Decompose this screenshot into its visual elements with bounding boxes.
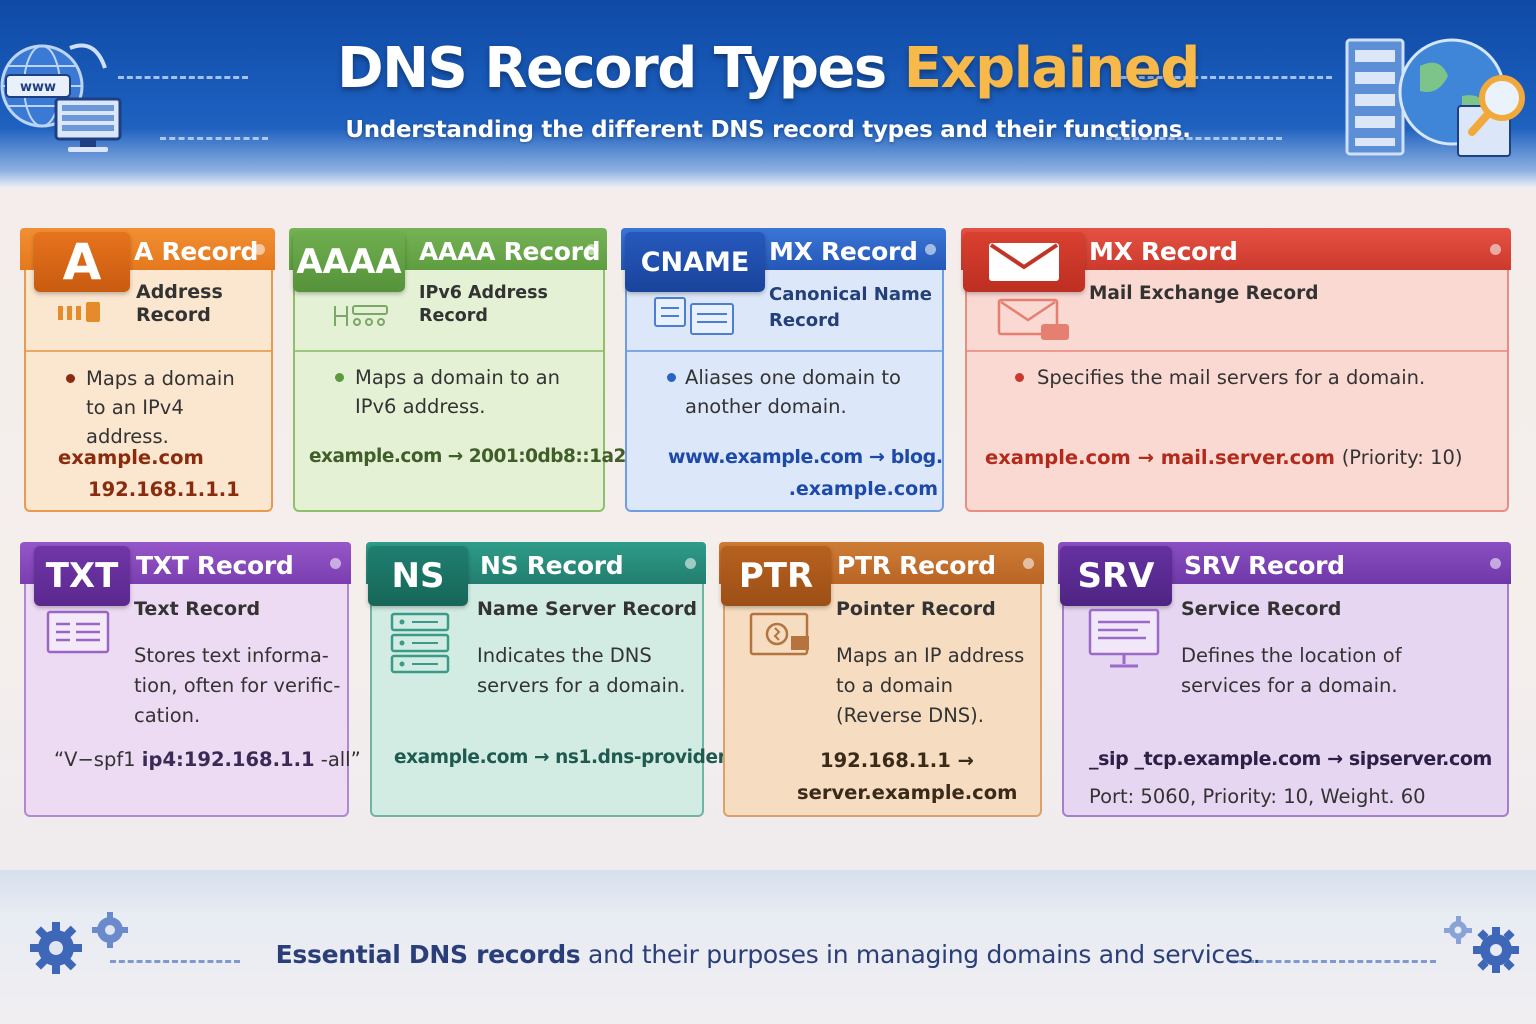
- card-srv-title: SRV Record: [1184, 551, 1345, 580]
- footer-caption: Essential DNS records and their purposes…: [0, 940, 1536, 969]
- card-ptr-subtitle: Pointer Record: [836, 598, 996, 620]
- card-cname-title: MX Record: [769, 237, 918, 266]
- reverse-lookup-icon: [749, 612, 809, 656]
- card-cname-divider: [627, 350, 942, 352]
- svg-text:www: www: [20, 80, 56, 95]
- card-mx-subtitle: Mail Exchange Record: [1089, 283, 1319, 304]
- footer-dash-left: [110, 960, 240, 963]
- computer-icon: [54, 97, 122, 152]
- card-ns-subtitle: Name Server Record: [477, 598, 698, 620]
- envelope-icon: [989, 243, 1059, 281]
- card-mx-divider: [967, 350, 1507, 352]
- card-srv-example: _sip _tcp.example.com → sipserver.com: [1089, 748, 1492, 770]
- footer-caption-bold: Essential DNS records: [275, 940, 581, 969]
- footer-dash-right: [1230, 960, 1436, 963]
- card-ns-title: NS Record: [480, 551, 624, 580]
- card-aaaa-subtitle: IPv6 Address Record: [419, 283, 548, 326]
- page-header: www DNS Record Types Explained Understan…: [0, 0, 1536, 188]
- card-mx-badge: [963, 232, 1085, 292]
- title-dash-left: [118, 76, 248, 79]
- card-txt-record: TXT TXT Record Text Record Stores text i…: [20, 542, 361, 817]
- card-mx-title: MX Record: [1089, 237, 1238, 266]
- footer-band: [0, 870, 1536, 1024]
- card-a-example-domain: example.com: [58, 446, 204, 469]
- text-document-icon: [46, 610, 110, 654]
- card-mx-description: Specifies the mail servers for a domain.: [1037, 366, 1426, 389]
- server-rack-icon: [1345, 38, 1405, 156]
- envelope-outline-icon: [997, 298, 1069, 340]
- card-aaaa-title: AAAA Record: [419, 237, 601, 266]
- card-a-badge: A: [34, 232, 130, 292]
- card-txt-subtitle: Text Record: [134, 598, 261, 620]
- globe-magnifier-icon: [1398, 38, 1525, 157]
- card-cname-bullet: [667, 373, 676, 382]
- card-txt-example: “V−spf1 ip4:192.168.1.1 -all”: [54, 748, 361, 771]
- page-title: DNS Record Types Explained: [337, 36, 1201, 101]
- card-srv-parameters: Port: 5060, Priority: 10, Weight. 60: [1089, 785, 1426, 808]
- card-a-title: A Record: [134, 237, 259, 266]
- card-a-bullet: [66, 374, 75, 383]
- card-txt-title: TXT Record: [136, 551, 294, 580]
- document-pair-icon: [654, 297, 734, 335]
- card-srv-badge: SRV: [1060, 546, 1172, 606]
- subtitle-dash-left: [160, 137, 268, 140]
- card-a-example-ip: 192.168.1.1.1: [88, 478, 240, 501]
- ipv6-icon: [334, 305, 388, 326]
- card-ptr-badge: PTR: [721, 546, 831, 606]
- card-aaaa-record: AAAA AAAA Record IPv6 Address Record Map…: [289, 228, 694, 512]
- card-cname-badge: CNAME: [625, 232, 765, 292]
- card-txt-example-ip: ip4:192.168.1.1: [141, 748, 315, 771]
- card-mx-bullet: [1015, 373, 1024, 382]
- server-stack-icon: [390, 612, 450, 674]
- monitor-icon: [1088, 608, 1160, 668]
- card-ptr-example-domain: server.example.com: [797, 781, 1018, 804]
- title-dash-right: [1112, 76, 1332, 79]
- card-txt-badge: TXT: [34, 546, 130, 606]
- card-cname-example-line2: .example.com: [788, 478, 938, 500]
- page-subtitle: Understanding the different DNS record t…: [345, 117, 1191, 143]
- card-txt-description: Stores text informa-tion, often for veri…: [134, 644, 341, 727]
- subtitle-dash-right: [1106, 137, 1282, 140]
- binary-icon: [58, 302, 100, 322]
- gear-icon-right: [1444, 916, 1519, 973]
- card-ns-example: example.com → ns1.dns-provider.com: [394, 747, 773, 768]
- card-mx-priority: (Priority: 10): [1341, 446, 1463, 469]
- card-cname-example-line1: www.example.com → blog.: [668, 446, 943, 468]
- card-mx-record: MX Record Mail Exchange Record Specifies…: [961, 228, 1511, 512]
- card-a-divider: [26, 350, 271, 352]
- card-aaaa-badge: AAAA: [293, 232, 405, 292]
- card-aaaa-divider: [295, 350, 603, 352]
- card-ns-record: NS NS Record Name Server Record Indicate…: [366, 542, 772, 817]
- card-ptr-title: PTR Record: [837, 551, 996, 580]
- card-aaaa-bullet: [335, 373, 344, 382]
- gear-icon: [30, 912, 128, 974]
- page-title-highlight: Explained: [903, 36, 1201, 101]
- card-mx-example: example.com → mail.server.com (Priority:…: [985, 446, 1463, 469]
- footer-caption-rest: and their purposes in managing domains a…: [588, 940, 1261, 969]
- card-srv-subtitle: Service Record: [1181, 598, 1342, 620]
- card-ptr-record: PTR PTR Record Pointer Record Maps an IP…: [719, 542, 1044, 817]
- card-ptr-example-ip: 192.168.1.1 →: [820, 749, 974, 772]
- card-aaaa-example: example.com → 2001:0db8::1a2b:3c4d: [309, 446, 694, 467]
- card-ns-badge: NS: [368, 546, 468, 606]
- card-srv-record: SRV SRV Record Service Record Defines th…: [1058, 542, 1511, 817]
